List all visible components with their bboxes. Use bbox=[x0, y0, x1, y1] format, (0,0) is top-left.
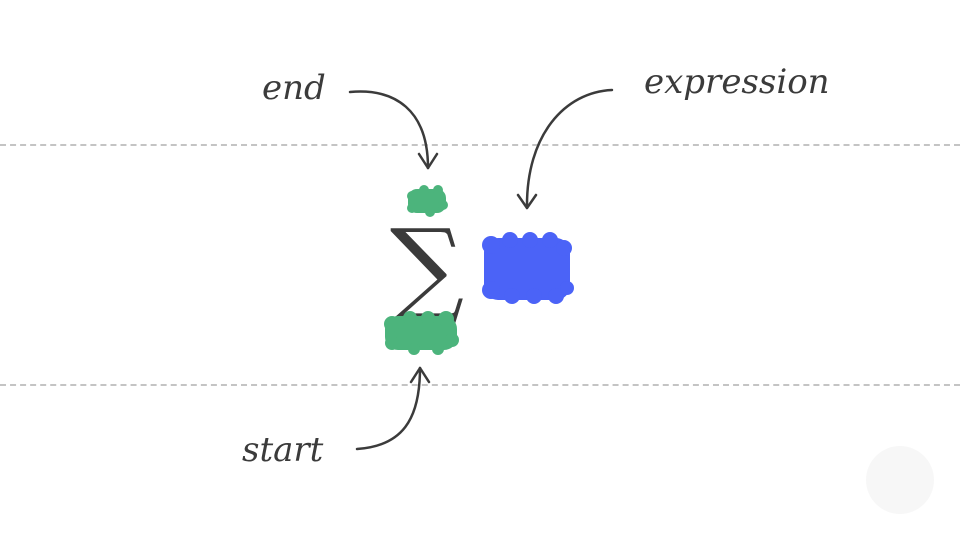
expression-arrow bbox=[516, 88, 614, 210]
start-label: start bbox=[242, 430, 324, 470]
start-arrow bbox=[355, 366, 431, 451]
top-guide-line bbox=[0, 144, 960, 146]
end-arrow bbox=[348, 90, 439, 170]
bottom-guide-line bbox=[0, 384, 960, 386]
end-label: end bbox=[262, 68, 326, 108]
upper-limit-placeholder bbox=[407, 185, 448, 217]
expression-label: expression bbox=[644, 62, 830, 102]
watermark-icon bbox=[866, 446, 934, 514]
expression-placeholder bbox=[482, 232, 574, 304]
sigma-icon: ∑ bbox=[390, 206, 464, 328]
lower-limit-placeholder bbox=[384, 311, 459, 355]
